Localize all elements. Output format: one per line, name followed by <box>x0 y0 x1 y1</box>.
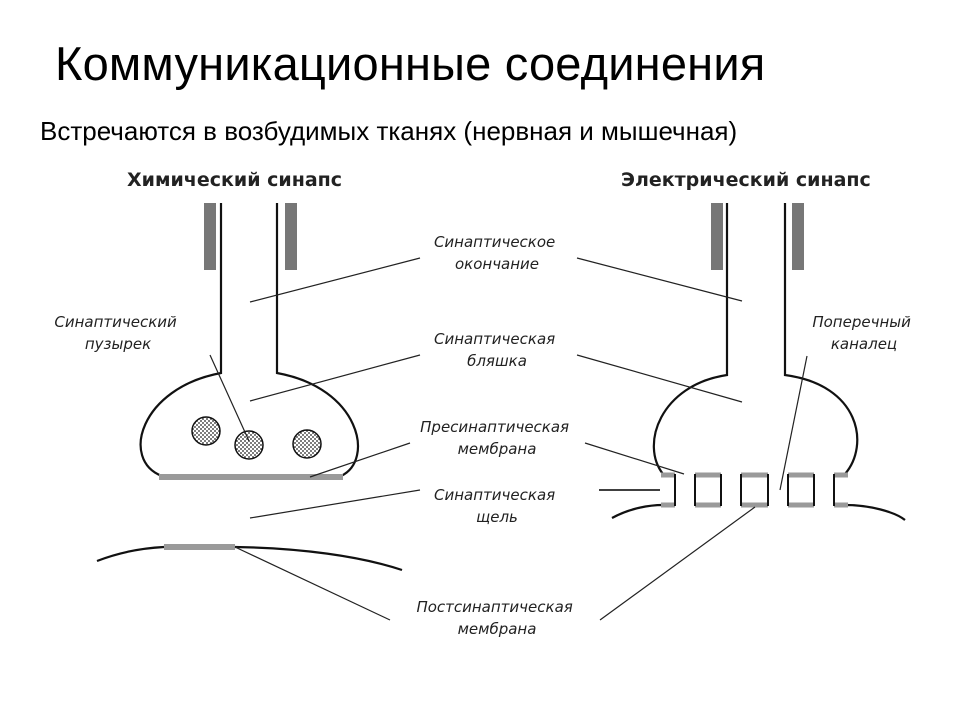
leader-presynaptic-left <box>309 442 411 478</box>
postsynaptic-cell-outline <box>611 503 906 521</box>
label-presynaptic-membrane: Пресинаптическая мембрана <box>420 418 574 458</box>
myelin-sheath-left <box>204 203 216 270</box>
myelin-sheath-right <box>285 203 297 270</box>
myelin-sheath-right <box>792 203 804 270</box>
label-synaptic-plaque: Синаптическая бляшка <box>434 330 560 370</box>
leader-transverse-channel <box>779 355 808 491</box>
chemical-synapse-heading: Химический синапс <box>127 169 342 191</box>
label-synaptic-cleft: Синаптическая щель <box>434 486 560 526</box>
label-transverse-channel: Поперечный каналец <box>812 313 915 353</box>
label-postsynaptic-membrane: Постсинаптическая мембрана <box>416 598 577 638</box>
slide-subtitle: Встречаются в возбудимых тканях (нервная… <box>40 116 738 146</box>
myelin-sheath-left <box>711 203 723 270</box>
leader-lines <box>209 257 808 621</box>
label-synaptic-vesicle: Синаптический пузырек <box>54 313 181 353</box>
leader-synaptic-ending-left <box>249 257 421 303</box>
leader-synaptic-ending-right <box>576 257 743 302</box>
label-synaptic-ending: Синаптическое окончание <box>434 233 560 273</box>
electrical-synapse-heading: Электрический синапс <box>621 169 871 191</box>
postsynaptic-cell-outline <box>96 545 403 572</box>
leader-postsynaptic-left <box>234 546 391 621</box>
gap-junction-channels <box>674 474 835 506</box>
synaptic-vesicle <box>191 416 221 446</box>
leader-cleft-left <box>249 489 421 519</box>
synaptic-vesicle <box>292 429 322 459</box>
leader-postsynaptic-right <box>599 506 756 621</box>
electrical-synapse <box>611 203 906 521</box>
leader-synaptic-plaque-left <box>249 354 421 402</box>
leader-vesicle <box>209 354 250 442</box>
chemical-synapse <box>96 203 403 572</box>
axon-terminal-outline <box>139 203 359 478</box>
leader-synaptic-plaque-right <box>576 354 743 403</box>
synaptic-vesicle <box>234 430 264 460</box>
axon-terminal-outline <box>652 203 859 475</box>
leader-presynaptic-right <box>584 442 685 475</box>
slide-title: Коммуникационные соединения <box>55 37 766 90</box>
